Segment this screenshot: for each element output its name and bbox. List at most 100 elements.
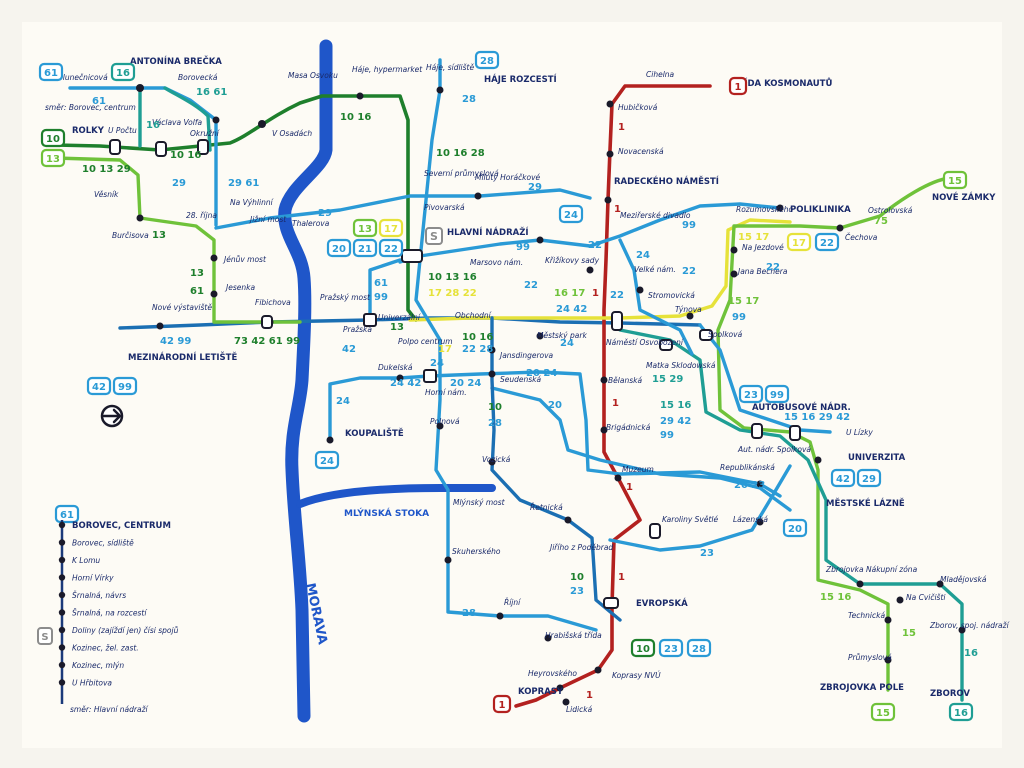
station-muzeum: Muzeum: [622, 465, 654, 474]
badge-frame: [492, 694, 512, 714]
badge-number: 17: [792, 238, 806, 249]
line-number-label: 20 24: [526, 368, 557, 379]
interchange: [423, 369, 437, 383]
legend-stop-dot: [58, 609, 66, 616]
line-number-label: 10 16: [462, 332, 493, 343]
badge-frame: [378, 218, 404, 238]
station-severni_prum: Severní průmyslová: [424, 169, 499, 178]
legend-stop: BOROVEC, CENTRUM: [72, 521, 171, 531]
badge-number: 42: [92, 382, 106, 393]
stop-dot: [836, 224, 844, 232]
station-slunecnicova: Slunečnicová: [58, 73, 108, 82]
line-16: [138, 86, 212, 152]
legend-rail-label: S: [41, 632, 48, 643]
station-hlavni_nadrazi: HLAVNÍ NÁDRAŽÍ: [447, 226, 529, 238]
interchange: [155, 141, 167, 157]
legend-stop: Doliny (zajíždí jen) čísi spojů: [72, 626, 179, 635]
station-cihelna: Cihelna: [646, 70, 675, 79]
stop-dot: [444, 556, 452, 564]
badge-number: 1: [499, 700, 506, 711]
station-rolky: ROLKY: [72, 126, 105, 136]
stop-dot: [210, 290, 218, 298]
station-ulizky: U Lízky: [846, 428, 873, 437]
station-skuherskeho: Skuherského: [452, 547, 501, 556]
station-jizni_most: Jižní most: [248, 215, 287, 224]
line-number-label: 13: [152, 230, 166, 241]
badge-number: 23: [744, 390, 758, 401]
badge-b28_top: 28: [474, 50, 500, 70]
line-number-label: 16: [964, 648, 978, 659]
stop-dot: [136, 214, 144, 222]
line-number-label: 20 23: [734, 480, 765, 491]
river-morava: [278, 39, 333, 723]
line-number-label: 23: [700, 548, 714, 559]
station-univerzalni: Univerzální: [378, 313, 421, 322]
station-najezdove: Na Jezdové: [742, 243, 784, 252]
badge-frame: [326, 238, 352, 258]
line-number-label: 15 29: [652, 374, 683, 385]
station-nove_zamky: NOVÉ ZÁMKY: [932, 191, 996, 203]
station-obchodni: Obchodní: [455, 311, 492, 320]
line-24: [328, 370, 782, 498]
station-hrabiste_trida: Hrabišská třída: [545, 631, 602, 640]
river-mlynska-stoka: [296, 484, 496, 508]
station-rijni: Říjní: [504, 598, 521, 607]
stop-dot: [606, 150, 614, 158]
line-number-label: 99: [682, 220, 696, 231]
badge-number: 61: [60, 510, 74, 521]
line-number-label: 75: [874, 216, 888, 227]
stop-dot: [814, 456, 822, 464]
station-mestske_lazne: MĚSTSKÉ LÁZNĚ: [826, 497, 905, 509]
legend-stop-dot: [58, 556, 66, 564]
badge-number: 15: [948, 176, 962, 187]
badge-b20_ml: 20: [782, 518, 808, 538]
station-technicka: Technická: [848, 611, 885, 620]
station-spolkova: Spolková: [708, 330, 743, 339]
badge-frame: [352, 238, 378, 258]
badge-number: 10: [636, 644, 650, 655]
station-smer_borovec: směr: Borovec, centrum: [45, 103, 136, 112]
station-retnicka: Řetnická: [530, 503, 563, 512]
line-number-label: 17 28 22: [428, 288, 477, 299]
station-koupaliste: KOUPALIŠTĚ: [345, 427, 404, 439]
station-polnova: Polnová: [430, 417, 460, 426]
badge-frame: [110, 62, 136, 82]
line-number-label: 16 61: [196, 87, 227, 98]
line-number-label: 10 16: [340, 112, 371, 123]
line-number-label: 22: [610, 290, 624, 301]
label-mlynska-stoka: MLÝNSKÁ STOKA: [344, 507, 429, 519]
station-poliklinika: POLIKLINIKA: [790, 205, 851, 215]
stop-dot: [536, 332, 544, 340]
line-23: [608, 464, 792, 552]
legend-stop-dot: [58, 521, 66, 529]
stop-dot: [136, 84, 144, 92]
station-okruzni: Okružní: [190, 129, 220, 138]
badge-b21_hn: 21: [352, 238, 378, 258]
line-number-label: 15 16: [820, 592, 851, 603]
badge-number: 24: [320, 456, 334, 467]
station-vaclava_volfa: Václava Volfa: [152, 118, 202, 127]
line-1: [514, 84, 712, 708]
line-number-label: 17: [438, 344, 452, 355]
station-prazska: Pražská: [343, 325, 372, 334]
station-prazsky_most: Pražský most: [320, 293, 371, 302]
station-koprasy: KOPRASY: [518, 687, 564, 697]
badge-b23_ev: 23: [658, 638, 684, 658]
line-number-label: 22: [524, 280, 538, 291]
line-number-label: 28: [462, 94, 476, 105]
station-mladejovska: Mladějovská: [940, 575, 987, 584]
line-number-label: 23: [570, 586, 584, 597]
badge-number: 28: [480, 56, 494, 67]
station-zbrojovka_pole: ZBROJOVKA POLE: [820, 683, 904, 693]
stop-dot: [686, 312, 694, 320]
badge-b61_leg: 61: [54, 504, 80, 524]
line-number-label: 73 42 61 99: [234, 336, 300, 347]
line-number-label: 24: [560, 338, 574, 349]
badge-b16_tl: 16: [110, 62, 136, 82]
line-number-label: 28: [462, 608, 476, 619]
station-burcisova: Burčisova: [112, 231, 149, 240]
stop-dot: [604, 196, 612, 204]
station-velke_nam: Velké nám.: [634, 265, 676, 274]
